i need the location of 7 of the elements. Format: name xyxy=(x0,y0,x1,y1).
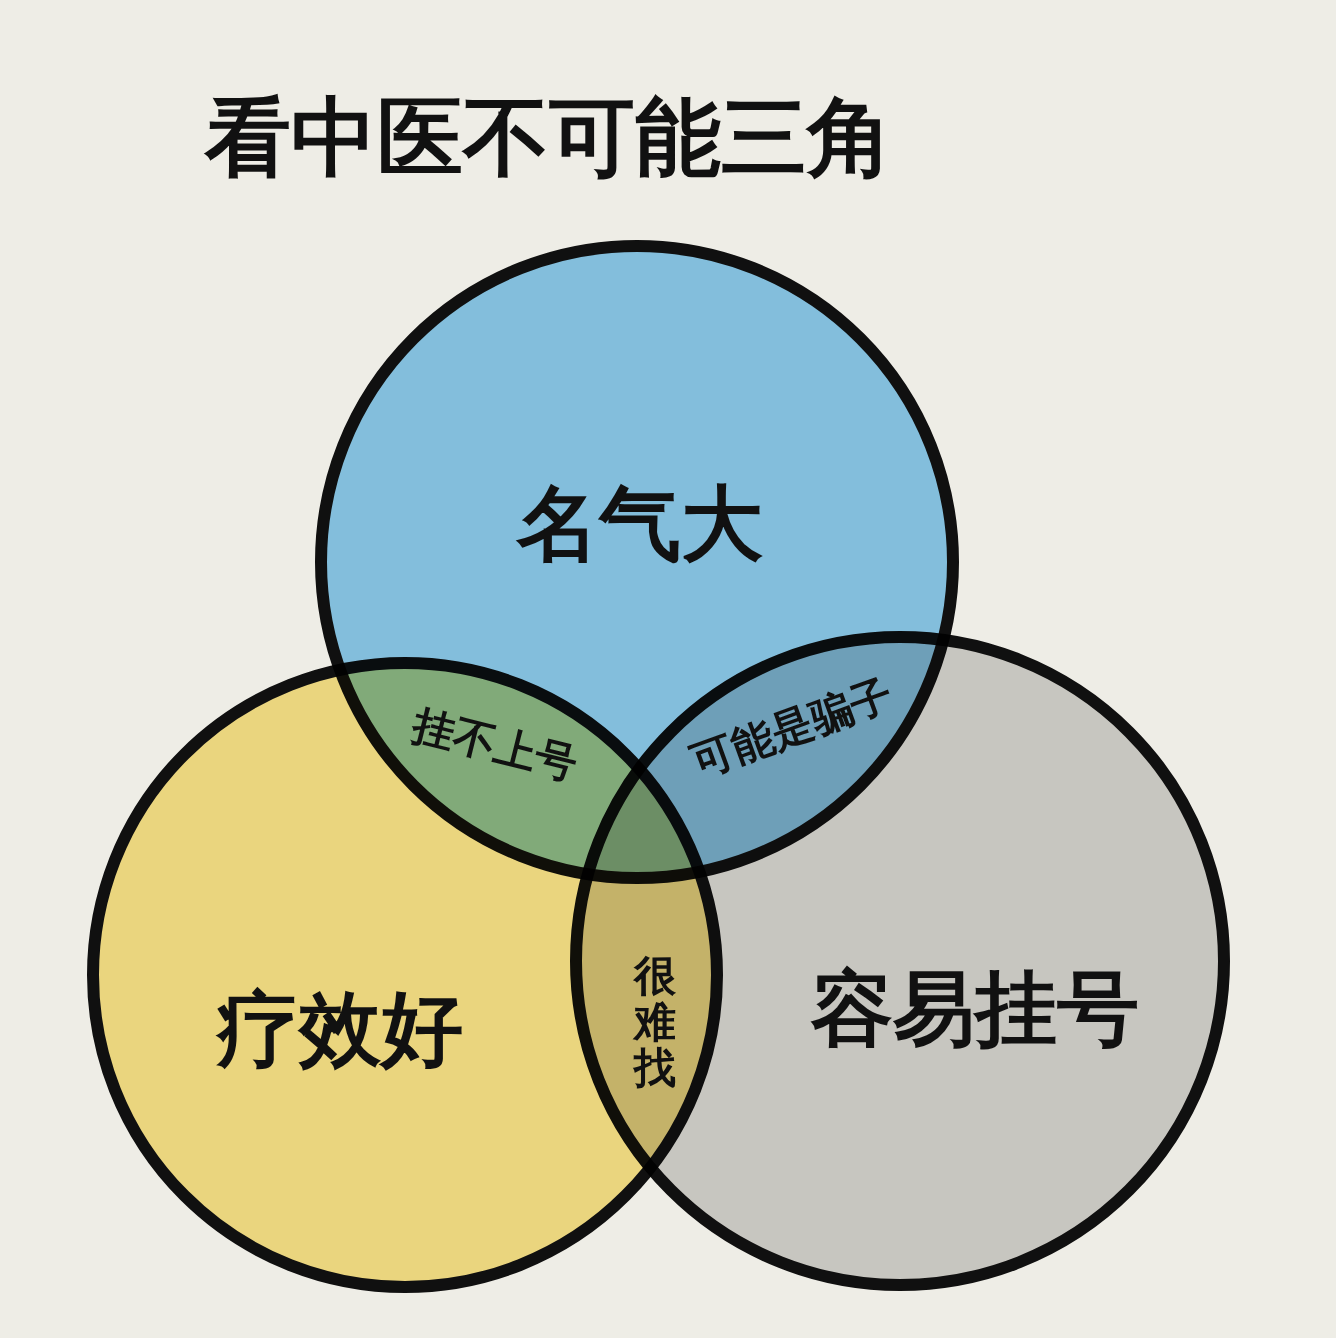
title: 看中医不可能三角 xyxy=(205,86,893,189)
overlap-label: 可能是骗子 xyxy=(683,667,900,789)
circle-label: 容易挂号 xyxy=(811,960,1139,1058)
overlap-label: 很难找 xyxy=(634,952,676,1092)
circle-label: 疗效好 xyxy=(217,980,463,1078)
overlap-label: 挂不上号 xyxy=(406,699,584,791)
circle-label: 名气大 xyxy=(517,475,763,573)
